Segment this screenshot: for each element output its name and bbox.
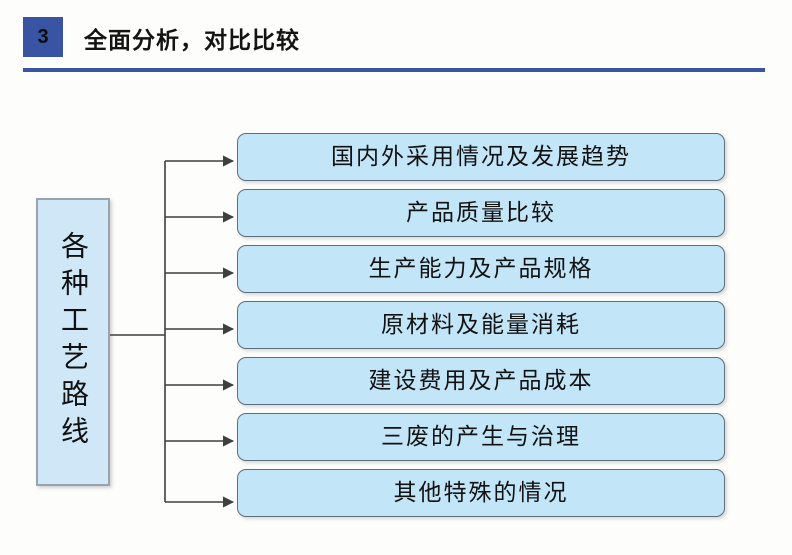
- page-title: 全面分析，对比比较: [84, 27, 300, 53]
- page-header: 3 全面分析，对比比较: [0, 0, 792, 78]
- process-comparison-diagram: 各种工艺路线 国内外采用情况及发展趋势 产品质量比较 生产能力及产品规格: [0, 78, 792, 555]
- diagram-branch-label-6: 三废的产生与治理: [381, 423, 581, 450]
- diagram-root-node-label: 各种工艺路线: [57, 231, 90, 453]
- diagram-branch-node-6[interactable]: 三废的产生与治理: [237, 413, 725, 461]
- header-divider-rule: [23, 68, 765, 72]
- step-number-text: 3: [37, 26, 49, 48]
- diagram-branch-label-3: 生产能力及产品规格: [368, 255, 594, 282]
- diagram-branch-label-1: 国内外采用情况及发展趋势: [331, 143, 631, 170]
- diagram-root-node[interactable]: 各种工艺路线: [36, 198, 110, 486]
- diagram-branch-label-2: 产品质量比较: [406, 199, 556, 226]
- diagram-branch-list: 国内外采用情况及发展趋势 产品质量比较 生产能力及产品规格 原材料及能量消耗 建…: [237, 133, 725, 525]
- diagram-branch-node-1[interactable]: 国内外采用情况及发展趋势: [237, 133, 725, 181]
- diagram-branch-node-7[interactable]: 其他特殊的情况: [237, 469, 725, 517]
- step-number-badge: 3: [23, 17, 63, 57]
- diagram-branch-node-5[interactable]: 建设费用及产品成本: [237, 357, 725, 405]
- diagram-branch-label-4: 原材料及能量消耗: [381, 311, 581, 338]
- diagram-branch-node-2[interactable]: 产品质量比较: [237, 189, 725, 237]
- diagram-branch-label-7: 其他特殊的情况: [393, 479, 569, 506]
- diagram-branch-label-5: 建设费用及产品成本: [368, 367, 594, 394]
- diagram-branch-node-4[interactable]: 原材料及能量消耗: [237, 301, 725, 349]
- diagram-branch-node-3[interactable]: 生产能力及产品规格: [237, 245, 725, 293]
